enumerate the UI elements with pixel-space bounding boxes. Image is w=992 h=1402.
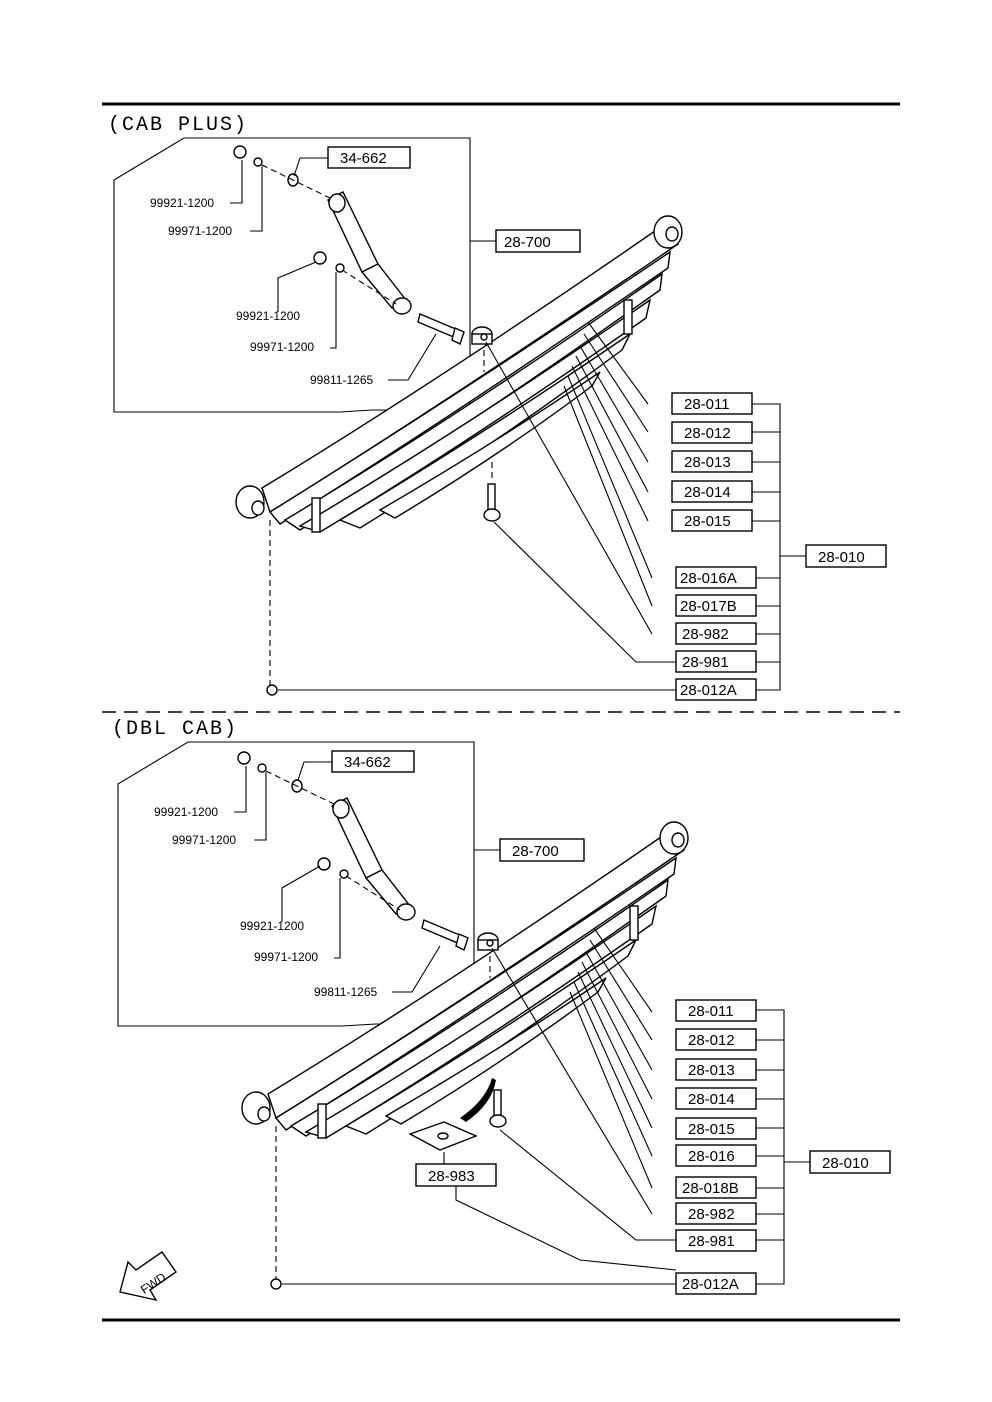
part-label: 28-018B [682,1180,739,1197]
callout-99971-1200-b: 99971-1200 [254,950,318,964]
section-dbl-cab: (DBL CAB) 34-662 99921-1200 99971-1200 9… [112,718,891,1302]
part-label: 28-017B [680,598,737,615]
callout-99971-1200-a: 99971-1200 [172,833,236,847]
part-label: 28-012 [684,425,731,442]
group-label-28-010: 28-010 [822,1155,869,1172]
section-title: (CAB PLUS) [108,114,248,137]
part-label: 28-015 [688,1121,735,1138]
callout-99921-1200-a: 99921-1200 [154,805,218,819]
part-label: 28-015 [684,513,731,530]
group-label-28-010: 28-010 [818,549,865,566]
callout-99971-1200-b: 99971-1200 [250,340,314,354]
part-label: 28-014 [688,1091,735,1108]
section-cab-plus: (CAB PLUS) 34-662 99921-1200 99971-1200 … [108,114,887,701]
part-label: 28-014 [684,484,731,501]
leaf-spring-drawing [235,215,683,533]
callout-99921-1200-b: 99921-1200 [236,309,300,323]
part-labels: 28-011 28-012 28-013 28-014 28-015 28-01… [671,392,757,701]
part-label: 28-011 [684,396,730,413]
part-label-28-983: 28-983 [428,1168,475,1185]
callout-99811-1265: 99811-1265 [310,373,373,387]
leaf-spring-drawing [241,821,689,1139]
part-labels: 28-011 28-012 28-013 28-014 28-015 28-01… [675,999,757,1295]
part-label: 28-013 [684,454,731,471]
part-label: 28-012 [688,1032,735,1049]
part-label: 28-016 [688,1148,735,1165]
part-label: 28-013 [688,1062,735,1079]
part-label: 28-011 [688,1003,734,1020]
assembly-label-28-700: 28-700 [512,843,559,860]
assembly-label-28-700: 28-700 [504,234,551,251]
part-label: 28-012A [682,1276,739,1293]
callout-99811-1265: 99811-1265 [314,985,377,999]
fwd-arrow-icon: FWD [119,1251,177,1302]
part-label: 28-016A [680,570,737,587]
section-title: (DBL CAB) [112,718,238,741]
part-label: 28-982 [688,1206,735,1223]
part-label: 28-982 [682,626,729,643]
callout-99971-1200-a: 99971-1200 [168,224,232,238]
callout-34-662: 34-662 [340,150,387,167]
part-label: 28-981 [688,1233,735,1250]
part-label: 28-981 [682,654,729,671]
callout-99921-1200-a: 99921-1200 [150,196,214,210]
callout-34-662: 34-662 [344,754,391,771]
part-label: 28-012A [680,682,737,699]
callout-99921-1200-b: 99921-1200 [240,919,304,933]
